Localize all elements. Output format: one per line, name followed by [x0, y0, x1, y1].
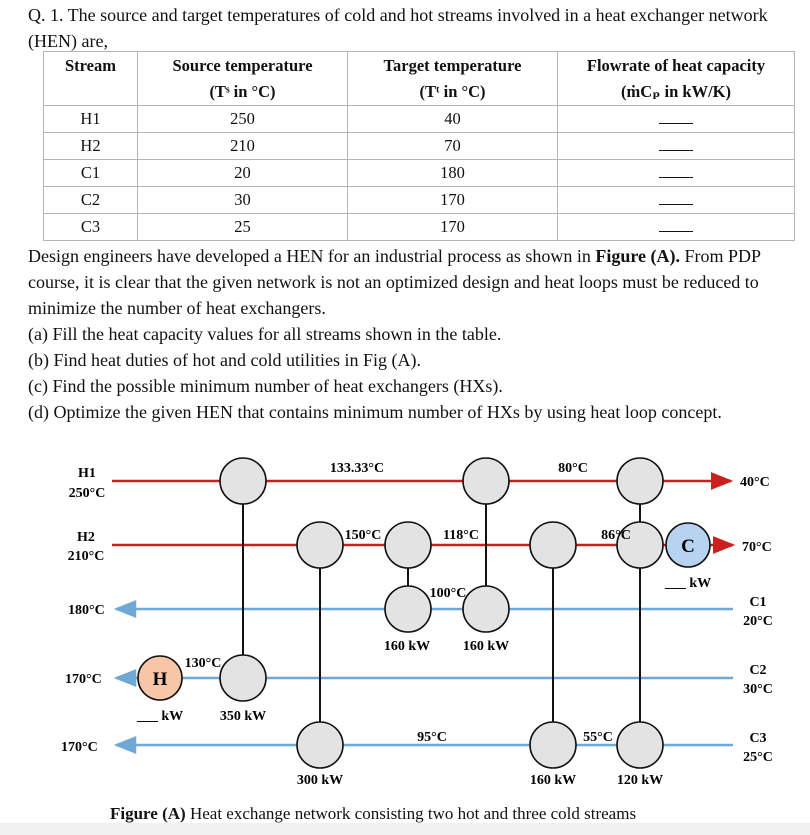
cell-source: 20 [137, 159, 348, 187]
cell-target: 40 [347, 105, 558, 133]
exchanger-node [462, 585, 510, 633]
cell-flowrate-blank[interactable] [557, 186, 795, 214]
duty-label: 160 kW [384, 639, 430, 654]
temp-annotation: 133.33°C [330, 461, 384, 476]
exchanger-node [616, 721, 664, 769]
part-a: (a) Fill the heat capacity values for al… [28, 324, 502, 344]
exchanger-node [384, 521, 432, 569]
intro-paragraph: Design engineers have developed a HEN fo… [28, 246, 761, 318]
cell-target: 170 [347, 186, 558, 214]
exchanger-node [219, 457, 267, 505]
cell-target: 170 [347, 213, 558, 241]
h2-target: 70°C [742, 540, 772, 555]
temp-annotation: 80°C [558, 461, 588, 476]
c1-name: C1 [749, 595, 766, 610]
header-target: Target temperature(Tᵗ in °C) [347, 51, 558, 106]
cell-source: 25 [137, 213, 348, 241]
cell-source: 210 [137, 132, 348, 160]
header-stream: Stream [43, 51, 138, 106]
header-source: Source temperature(Tˢ in °C) [137, 51, 348, 106]
h1-temp: 250°C [69, 486, 106, 501]
exchanger-node [529, 521, 577, 569]
temp-annotation: 95°C [417, 730, 447, 745]
question-body: Design engineers have developed a HEN fo… [28, 243, 806, 425]
exchanger-node [219, 654, 267, 702]
c2-target: 170°C [65, 672, 102, 687]
table-header-row: Stream Source temperature(Tˢ in °C) Targ… [43, 51, 795, 106]
cell-stream: C2 [43, 186, 138, 214]
exchanger-node [616, 521, 664, 569]
question-title: Q. 1. The source and target temperatures… [28, 5, 768, 51]
exchanger-node [384, 585, 432, 633]
hen-diagram: H C H1 250°C 40°C H2 210°C 70°C 180°C C1… [61, 457, 773, 788]
figure-caption: Figure (A) Heat exchange network consist… [110, 804, 637, 823]
stream-table: Stream Source temperature(Tˢ in °C) Targ… [43, 51, 795, 241]
exchanger-node [616, 457, 664, 505]
duty-label: 350 kW [220, 709, 266, 724]
figure-reference: Figure (A). [595, 246, 680, 266]
table-row: C2 30 170 [43, 186, 795, 214]
table-row: H1 250 40 [43, 105, 795, 133]
temp-annotation: 130°C [185, 656, 222, 671]
duty-label: 300 kW [297, 773, 343, 788]
h1-name: H1 [78, 466, 96, 481]
c3-temp: 25°C [743, 750, 773, 765]
duty-label: 160 kW [530, 773, 576, 788]
cell-source: 250 [137, 105, 348, 133]
heater-duty-blank[interactable]: ___ kW [136, 709, 183, 724]
c1-temp: 20°C [743, 614, 773, 629]
cooler-label: C [681, 536, 695, 557]
exchanger-node [296, 521, 344, 569]
temp-annotation: 118°C [443, 528, 479, 543]
duty-label: 120 kW [617, 773, 663, 788]
temp-annotation: 55°C [583, 730, 613, 745]
cell-flowrate-blank[interactable] [557, 105, 795, 133]
h1-target: 40°C [740, 475, 770, 490]
c1-target: 180°C [68, 603, 105, 618]
temp-annotation: 86°C [601, 528, 631, 543]
c2-temp: 30°C [743, 682, 773, 697]
part-c: (c) Find the possible minimum number of … [28, 376, 503, 396]
heater-node [137, 655, 183, 701]
exchanger-node [529, 721, 577, 769]
cell-target: 70 [347, 132, 558, 160]
cell-target: 180 [347, 159, 558, 187]
heater-label: H [153, 669, 168, 690]
table-row: H2 210 70 [43, 132, 795, 160]
cell-flowrate-blank[interactable] [557, 132, 795, 160]
page-bottom-strip [0, 823, 810, 835]
h2-name: H2 [77, 530, 95, 545]
header-flowrate: Flowrate of heat capacity(ṁCₚ in kW/K) [557, 51, 795, 106]
temp-annotation: 100°C [430, 586, 467, 601]
cooler-duty-blank[interactable]: ___ kW [664, 576, 711, 591]
cell-source: 30 [137, 186, 348, 214]
cell-stream: H2 [43, 132, 138, 160]
c2-name: C2 [749, 663, 766, 678]
exchanger-node [296, 721, 344, 769]
part-b: (b) Find heat duties of hot and cold uti… [28, 350, 421, 370]
cell-flowrate-blank[interactable] [557, 213, 795, 241]
temp-annotation: 150°C [345, 528, 382, 543]
cell-flowrate-blank[interactable] [557, 159, 795, 187]
cell-stream: H1 [43, 105, 138, 133]
cell-stream: C1 [43, 159, 138, 187]
exchanger-node [462, 457, 510, 505]
h2-temp: 210°C [68, 549, 105, 564]
c3-target: 170°C [61, 740, 98, 755]
c3-name: C3 [749, 731, 766, 746]
table-row: C3 25 170 [43, 213, 795, 241]
part-d: (d) Optimize the given HEN that contains… [28, 402, 722, 422]
cooler-node [665, 522, 711, 568]
table-row: C1 20 180 [43, 159, 795, 187]
cell-stream: C3 [43, 213, 138, 241]
duty-label: 160 kW [463, 639, 509, 654]
